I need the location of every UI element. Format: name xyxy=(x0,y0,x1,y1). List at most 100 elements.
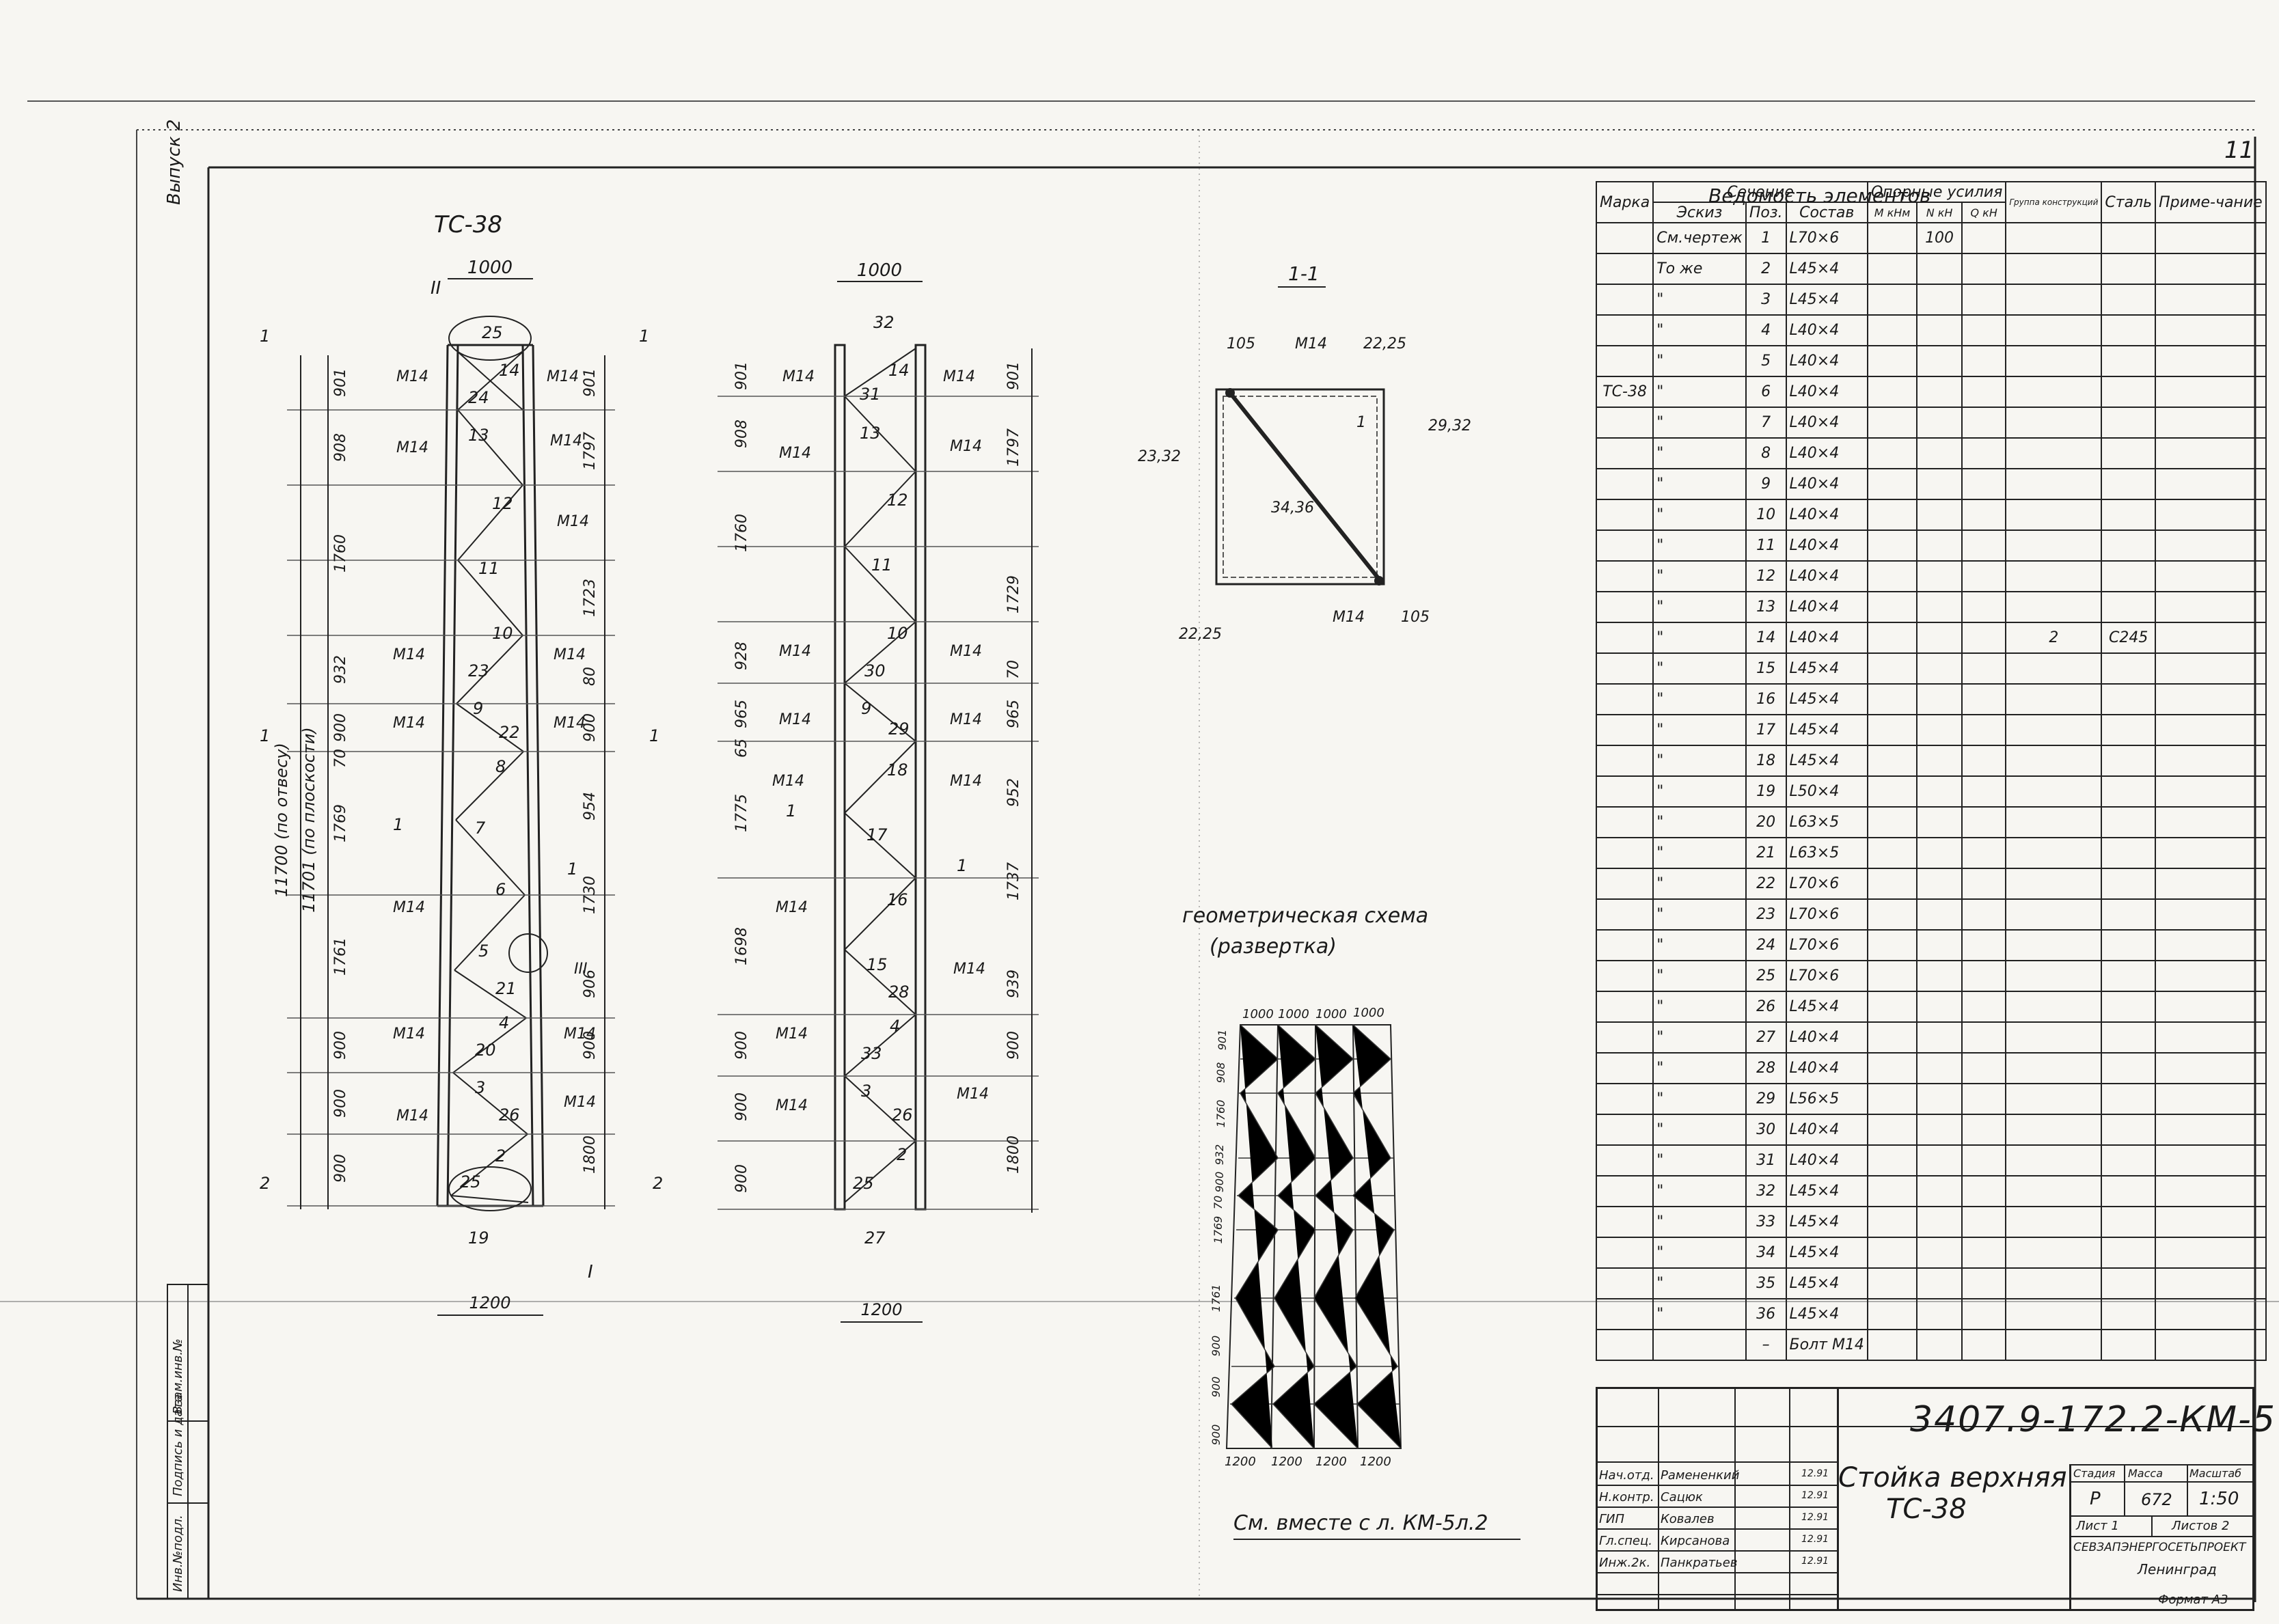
cell-n xyxy=(1916,714,1963,746)
cell-n xyxy=(1916,652,1963,685)
cell-sostav: L45×4 xyxy=(1785,1298,1868,1330)
svg-text:965: 965 xyxy=(1005,700,1022,728)
svg-text:26: 26 xyxy=(499,1105,520,1125)
document-title: Стойка верхняя ТС-38 xyxy=(1838,1462,2067,1525)
cell-marka xyxy=(1595,1298,1654,1330)
cell-note xyxy=(2155,714,2267,746)
cell-group xyxy=(2005,1052,2103,1084)
cell-q xyxy=(1961,376,2007,408)
cell-q xyxy=(1961,1052,2007,1084)
stamp-role-4: Гл.спец. xyxy=(1599,1534,1652,1548)
cell-note xyxy=(2155,468,2267,500)
svg-text:1737: 1737 xyxy=(1005,862,1022,900)
svg-text:М14: М14 xyxy=(554,715,586,732)
cell-sketch: " xyxy=(1652,775,1747,808)
cell-sketch: См.чертеж xyxy=(1652,222,1747,254)
cell-pos: 24 xyxy=(1745,929,1787,961)
list-value: Лист 1 xyxy=(2076,1519,2119,1533)
cell-steel xyxy=(2101,437,2157,469)
svg-text:30: 30 xyxy=(864,661,886,680)
cell-n xyxy=(1916,1021,1963,1054)
svg-text:М14: М14 xyxy=(779,445,811,462)
svg-text:1760: 1760 xyxy=(733,514,750,552)
cell-marka xyxy=(1595,960,1654,992)
note-see-also: См. вместе с л. КМ-5л.2 xyxy=(1233,1511,1488,1535)
svg-text:1: 1 xyxy=(260,726,270,745)
cell-sketch: То же xyxy=(1652,253,1747,285)
cell-sketch: " xyxy=(1652,806,1747,838)
cell-pos: 11 xyxy=(1745,529,1787,562)
svg-text:М14: М14 xyxy=(1295,335,1327,353)
cell-marka xyxy=(1595,806,1654,838)
svg-text:1-1: 1-1 xyxy=(1288,262,1320,285)
svg-text:1200: 1200 xyxy=(1225,1455,1256,1469)
svg-text:10: 10 xyxy=(887,624,908,643)
header-pos: Поз. xyxy=(1745,202,1787,223)
cell-sostav: L70×6 xyxy=(1785,222,1868,254)
cell-q xyxy=(1961,314,2007,346)
cell-sostav: L45×4 xyxy=(1785,253,1868,285)
cell-marka xyxy=(1595,1206,1654,1238)
cell-steel xyxy=(2101,314,2157,346)
svg-text:11700 (по отвесу): 11700 (по отвесу) xyxy=(272,743,291,897)
cell-steel xyxy=(2101,652,2157,685)
cell-sketch: " xyxy=(1652,407,1747,439)
cell-steel xyxy=(2101,253,2157,285)
cell-sketch: " xyxy=(1652,1175,1747,1207)
cell-steel: С245 xyxy=(2101,622,2157,654)
svg-text:900: 900 xyxy=(1210,1377,1223,1398)
cell-sketch: " xyxy=(1652,991,1747,1023)
svg-text:М14: М14 xyxy=(950,773,982,790)
cell-group xyxy=(2005,652,2103,685)
cell-marka xyxy=(1595,1175,1654,1207)
stamp-role-1: Нач.отд. xyxy=(1599,1468,1654,1483)
cell-marka xyxy=(1595,529,1654,562)
svg-text:М14: М14 xyxy=(554,646,586,663)
cell-sketch: " xyxy=(1652,652,1747,685)
cell-q xyxy=(1961,1144,2007,1176)
cell-sostav: L70×6 xyxy=(1785,898,1868,931)
strip-label-1: Инв.№подл. xyxy=(171,1515,185,1592)
listov-value: Листов 2 xyxy=(2172,1519,2230,1533)
svg-text:1: 1 xyxy=(639,327,649,346)
svg-text:(развертка): (развертка) xyxy=(1210,935,1337,959)
cell-group xyxy=(2005,837,2103,869)
cell-sostav: L40×4 xyxy=(1785,591,1868,623)
cell-marka xyxy=(1595,775,1654,808)
table-header-row-1: Марка Сечение Опорные усилия Группа конс… xyxy=(1595,181,2267,223)
cell-m xyxy=(1866,529,1918,562)
svg-text:1200: 1200 xyxy=(469,1293,510,1312)
cell-n xyxy=(1916,591,1963,623)
cell-group xyxy=(2005,529,2103,562)
cell-steel xyxy=(2101,376,2157,408)
note-underline xyxy=(1233,1539,1520,1540)
cell-group xyxy=(2005,1144,2103,1176)
cell-n xyxy=(1916,437,1963,469)
cell-note xyxy=(2155,376,2267,408)
cell-pos: 16 xyxy=(1745,683,1787,715)
svg-text:900: 900 xyxy=(582,713,599,742)
svg-text:11: 11 xyxy=(871,555,892,575)
cell-group xyxy=(2005,1083,2103,1115)
cell-n xyxy=(1916,1237,1963,1269)
cell-sostav: L40×4 xyxy=(1785,345,1868,377)
cell-m xyxy=(1866,745,1918,777)
header-sostav: Состав xyxy=(1785,202,1868,223)
cell-group xyxy=(2005,345,2103,377)
cell-steel xyxy=(2101,1267,2157,1299)
svg-text:13: 13 xyxy=(860,424,881,443)
svg-text:М14: М14 xyxy=(943,368,975,385)
cell-q xyxy=(1961,407,2007,439)
cell-m xyxy=(1866,837,1918,869)
cell-sostav: L40×4 xyxy=(1785,622,1868,654)
cell-n xyxy=(1916,284,1963,316)
cell-note xyxy=(2155,284,2267,316)
cell-q xyxy=(1961,1175,2007,1207)
cell-m xyxy=(1866,622,1918,654)
cell-m xyxy=(1866,222,1918,254)
svg-text:1200: 1200 xyxy=(1271,1455,1302,1469)
